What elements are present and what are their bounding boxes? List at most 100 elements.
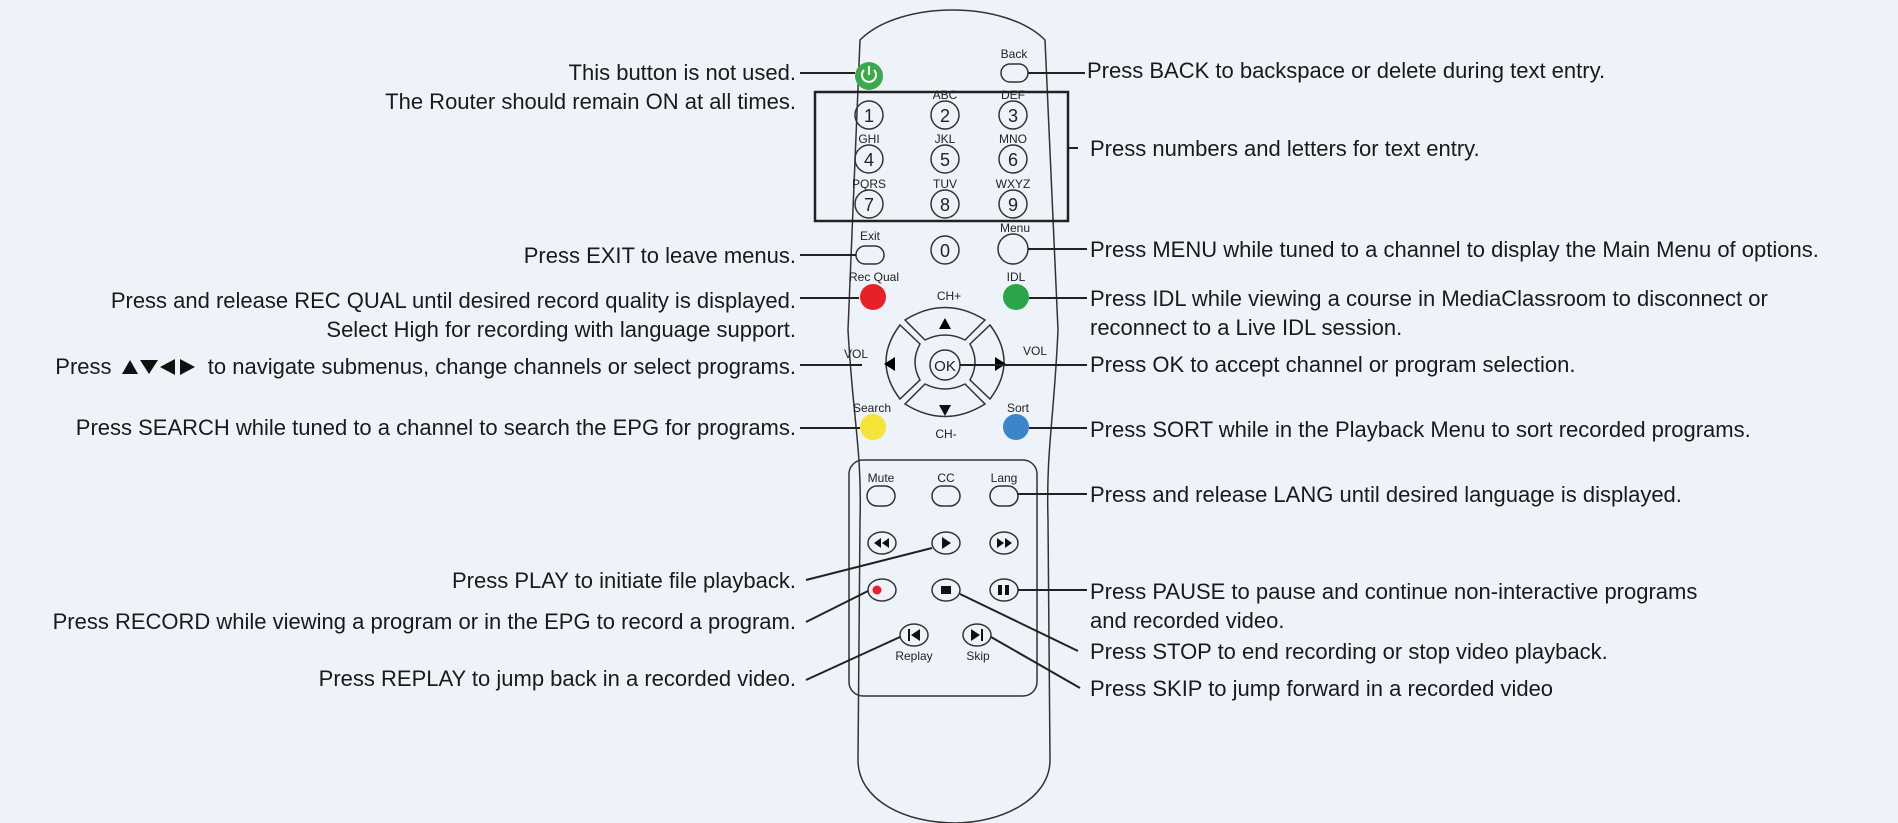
back-button[interactable]: [1000, 63, 1029, 83]
record-icon: [872, 585, 882, 595]
number-key-3[interactable]: [998, 100, 1028, 130]
lower-button-panel: [848, 459, 1038, 697]
mute-button[interactable]: [866, 485, 896, 507]
down-arrow-icon: [939, 405, 951, 416]
replay-button[interactable]: [899, 623, 929, 647]
callout-idl-line-1: Press IDL while viewing a course in Medi…: [1090, 286, 1768, 311]
callout-replay: Press REPLAY to jump back in a recorded …: [319, 664, 796, 693]
stop-icon: [941, 586, 951, 594]
callout-ok: Press OK to accept channel or program se…: [1090, 350, 1575, 379]
exit-button[interactable]: [855, 245, 885, 265]
number-key-3-letters: DEF: [1001, 88, 1025, 102]
number-key-1[interactable]: [854, 100, 884, 130]
numeric-keypad-frame: [813, 90, 1070, 223]
callout-play-line-1: Press PLAY to initiate file playback.: [451, 568, 796, 593]
vol-down-button[interactable]: [885, 323, 921, 401]
power-icon: [861, 69, 877, 83]
number-key-7[interactable]: [854, 189, 884, 219]
left-arrow-icon: [884, 357, 895, 371]
callout-search-line-1: Press SEARCH while tuned to a channel to…: [75, 415, 796, 440]
play-icon: [942, 537, 951, 549]
search-button[interactable]: [860, 414, 886, 440]
callout-lang: Press and release LANG until desired lan…: [1090, 480, 1682, 509]
pause-button[interactable]: [989, 578, 1019, 602]
replay-button-label: Replay: [895, 649, 932, 663]
vol-right-label: VOL: [1023, 344, 1047, 358]
callout-nav-prefix: Press: [55, 354, 112, 379]
rec-qual-button[interactable]: [860, 284, 886, 310]
skip-icon: [971, 629, 983, 641]
callout-lang-line-1: Press and release LANG until desired lan…: [1090, 482, 1682, 507]
vol-left-label: VOL: [844, 347, 868, 361]
skip-button[interactable]: [962, 623, 992, 647]
exit-button-label: Exit: [860, 229, 881, 243]
callout-power-line-2: The Router should remain ON at all times…: [385, 89, 796, 114]
number-key-7-label: 7: [864, 195, 874, 215]
callout-recqual-line-2: Select High for recording with language …: [326, 317, 796, 342]
mute-button-label: Mute: [868, 471, 895, 485]
back-button-label: Back: [1001, 47, 1029, 61]
sort-button[interactable]: [1003, 414, 1029, 440]
ch-down-button[interactable]: [903, 383, 987, 418]
callout-power: This button is not used. The Router shou…: [385, 58, 796, 116]
skip-button-label: Skip: [966, 649, 990, 663]
ch-minus-label: CH-: [935, 427, 956, 441]
replay-icon: [908, 629, 920, 641]
ch-up-button[interactable]: [903, 306, 987, 341]
ok-button-label: OK: [934, 358, 956, 375]
ch-plus-label: CH+: [937, 289, 961, 303]
callout-nav-suffix: to navigate submenus, change channels or…: [207, 354, 796, 379]
lang-button[interactable]: [989, 485, 1019, 507]
fast-forward-button[interactable]: [989, 531, 1019, 555]
idl-button[interactable]: [1003, 284, 1029, 310]
number-key-0[interactable]: [930, 235, 960, 265]
number-key-4-letters: GHI: [858, 132, 879, 146]
callout-exit: Press EXIT to leave menus.: [524, 241, 796, 270]
leader-play: [805, 547, 933, 581]
callout-menu-line-1: Press MENU while tuned to a channel to d…: [1090, 237, 1819, 262]
number-key-5[interactable]: [930, 144, 960, 174]
number-key-9[interactable]: [998, 189, 1028, 219]
callout-numbers: Press numbers and letters for text entry…: [1090, 134, 1480, 163]
callout-pause-line-2: and recorded video.: [1090, 608, 1285, 633]
callout-search: Press SEARCH while tuned to a channel to…: [76, 413, 796, 442]
callout-sort-line-1: Press SORT while in the Playback Menu to…: [1090, 417, 1751, 442]
number-key-6-letters: MNO: [999, 132, 1027, 146]
callout-skip: Press SKIP to jump forward in a recorded…: [1090, 674, 1553, 703]
callout-replay-line-1: Press REPLAY to jump back in a recorded …: [318, 666, 796, 691]
play-button[interactable]: [931, 531, 961, 555]
number-key-8[interactable]: [930, 189, 960, 219]
number-key-7-letters: PQRS: [852, 177, 886, 191]
idl-button-label: IDL: [1007, 270, 1026, 284]
rec-qual-button-label: Rec Qual: [849, 270, 899, 284]
number-key-4[interactable]: [854, 144, 884, 174]
number-key-2[interactable]: [930, 100, 960, 130]
number-key-8-label: 8: [940, 195, 950, 215]
remote-body: [847, 9, 1059, 823]
callout-idl: Press IDL while viewing a course in Medi…: [1090, 284, 1768, 342]
number-key-6[interactable]: [998, 144, 1028, 174]
pause-icon-bar-2: [1005, 585, 1009, 595]
number-key-3-label: 3: [1008, 106, 1018, 126]
rewind-button[interactable]: [867, 531, 897, 555]
callout-sort: Press SORT while in the Playback Menu to…: [1090, 415, 1751, 444]
vol-up-button[interactable]: [969, 323, 1005, 401]
nav-arrows-icon: [121, 359, 195, 375]
number-key-2-letters: ABC: [933, 88, 958, 102]
power-button[interactable]: [855, 62, 883, 90]
rewind-icon: [874, 538, 889, 548]
callout-stop: Press STOP to end recording or stop vide…: [1090, 637, 1608, 666]
lang-button-label: Lang: [991, 471, 1018, 485]
callout-skip-line-1: Press SKIP to jump forward in a recorded…: [1090, 676, 1554, 701]
number-key-0-label: 0: [940, 241, 950, 261]
callout-exit-line-1: Press EXIT to leave menus.: [523, 243, 796, 268]
stop-button[interactable]: [931, 578, 961, 602]
menu-button-label: Menu: [1000, 221, 1030, 235]
callout-record: Press RECORD while viewing a program or …: [53, 607, 796, 636]
record-button[interactable]: [867, 578, 897, 602]
callout-recqual-line-1: Press and release REC QUAL until desired…: [110, 288, 796, 313]
cc-button[interactable]: [931, 485, 961, 507]
number-key-5-label: 5: [940, 150, 950, 170]
menu-button[interactable]: [997, 233, 1029, 265]
